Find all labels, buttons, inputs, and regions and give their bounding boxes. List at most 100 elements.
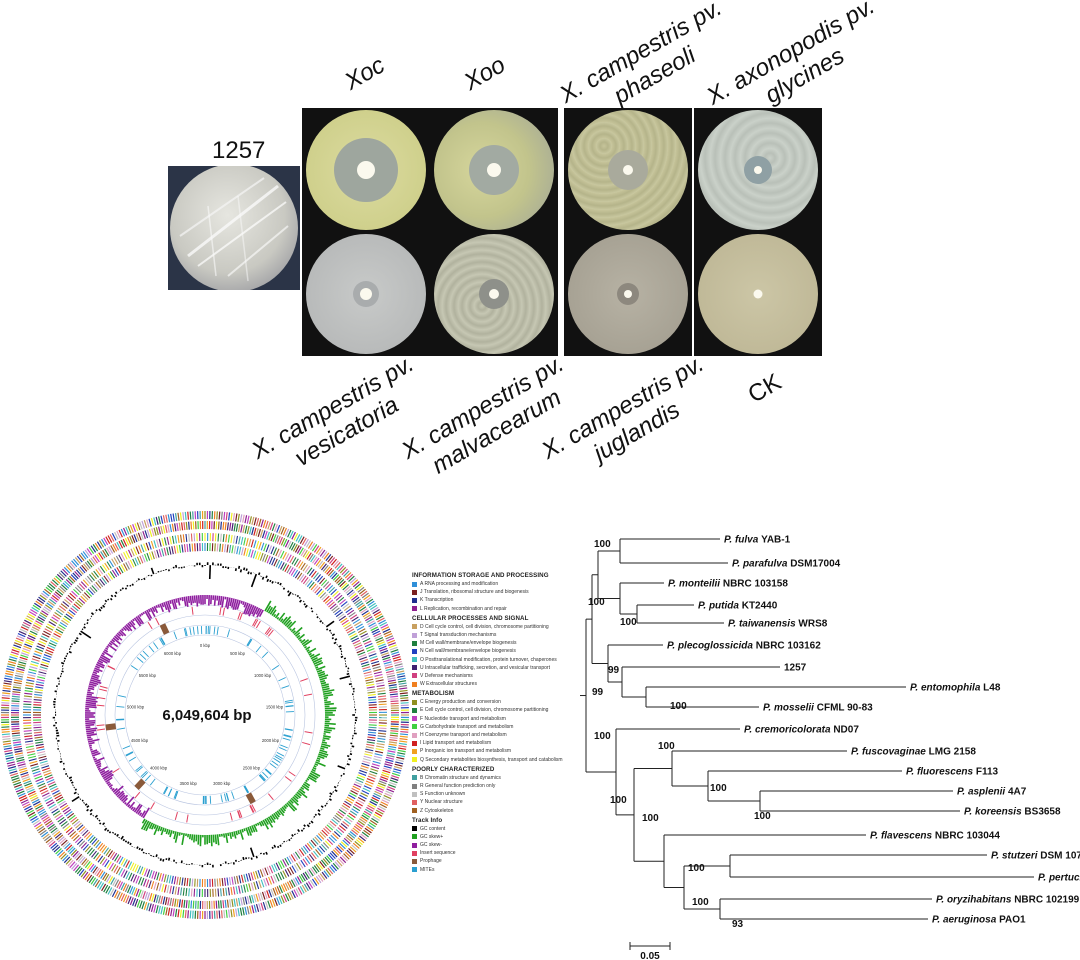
gc-skew-mark bbox=[293, 626, 303, 636]
cog-gene-mark bbox=[111, 852, 118, 861]
cog-gene-mark bbox=[319, 577, 326, 585]
legend-item-label: M Cell wall/membrane/envelope biogenesis bbox=[420, 640, 517, 647]
cog-gene-mark bbox=[32, 624, 41, 630]
cog-gene-mark bbox=[187, 910, 190, 919]
cog-gene-mark bbox=[356, 799, 365, 805]
gc-skew-mark bbox=[88, 685, 95, 689]
gc-skew-mark bbox=[169, 830, 173, 838]
gc-skew-mark bbox=[122, 797, 128, 804]
cog-gene-mark bbox=[14, 674, 24, 678]
cog-gene-mark bbox=[83, 563, 89, 571]
cog-gene-mark bbox=[289, 530, 294, 539]
cog-gene-mark bbox=[293, 532, 299, 541]
gc-skew-mark bbox=[121, 794, 129, 802]
cog-gene-mark bbox=[44, 588, 52, 595]
insert-sequence-mark bbox=[304, 731, 313, 734]
gc-skew-mark bbox=[91, 752, 101, 757]
cog-gene-mark bbox=[237, 897, 241, 906]
gc-skew-mark bbox=[118, 631, 124, 637]
mite-mark bbox=[140, 770, 147, 778]
gc-content-mark bbox=[114, 594, 117, 598]
cog-gene-mark bbox=[9, 770, 18, 774]
cog-gene-mark bbox=[107, 887, 113, 895]
cog-gene-mark bbox=[27, 811, 36, 817]
gc-skew-mark bbox=[299, 788, 306, 794]
cog-gene-mark bbox=[260, 902, 264, 911]
cog-gene-mark bbox=[11, 730, 20, 732]
mite-mark bbox=[144, 774, 151, 782]
cog-gene-mark bbox=[59, 802, 68, 809]
cog-gene-mark bbox=[352, 596, 360, 603]
cog-gene-mark bbox=[306, 567, 313, 575]
cog-gene-mark bbox=[292, 569, 299, 578]
cog-gene-mark bbox=[293, 889, 299, 898]
taxon-species: P. entomophila bbox=[910, 683, 983, 694]
gc-skew-mark bbox=[255, 607, 261, 615]
cog-gene-mark bbox=[368, 701, 377, 704]
cog-gene-mark bbox=[59, 837, 67, 845]
cog-gene-mark bbox=[190, 888, 193, 897]
gc-skew-mark bbox=[230, 598, 235, 608]
cog-gene-mark bbox=[248, 538, 252, 547]
cog-gene-mark bbox=[365, 825, 374, 832]
cog-gene-mark bbox=[12, 691, 21, 694]
gc-skew-mark bbox=[101, 652, 105, 656]
cog-gene-mark bbox=[330, 834, 337, 842]
cog-gene-mark bbox=[11, 695, 20, 698]
cog-gene-mark bbox=[39, 760, 48, 764]
cog-gene-mark bbox=[334, 814, 342, 821]
cog-gene-mark bbox=[65, 565, 72, 572]
cog-gene-mark bbox=[286, 554, 292, 563]
insert-sequence-mark bbox=[237, 810, 241, 819]
legend-item-label: I Lipid transport and metabolism bbox=[420, 740, 492, 747]
cog-gene-mark bbox=[116, 530, 121, 539]
cog-gene-mark bbox=[178, 899, 181, 908]
cog-gene-mark bbox=[35, 823, 43, 830]
cog-gene-mark bbox=[245, 873, 249, 882]
cog-gene-mark bbox=[17, 663, 26, 667]
cog-gene-mark bbox=[3, 742, 12, 746]
cog-gene-mark bbox=[40, 762, 49, 767]
cog-gene-mark bbox=[32, 604, 41, 611]
cog-gene-mark bbox=[327, 569, 335, 577]
cog-gene-mark bbox=[135, 533, 140, 542]
mite-mark bbox=[149, 778, 156, 786]
cog-gene-mark bbox=[132, 863, 137, 872]
gc-skew-mark bbox=[242, 601, 245, 606]
cog-gene-mark bbox=[332, 574, 340, 581]
cog-gene-mark bbox=[74, 836, 82, 844]
gc-skew-mark bbox=[109, 640, 119, 648]
cog-gene-mark bbox=[370, 658, 379, 662]
gc-skew-mark bbox=[95, 760, 101, 765]
cog-gene-mark bbox=[108, 876, 114, 884]
cog-gene-mark bbox=[34, 802, 42, 808]
gc-content-mark bbox=[86, 805, 90, 808]
cog-gene-mark bbox=[235, 886, 239, 895]
cog-gene-mark bbox=[79, 566, 86, 574]
gc-skew-mark bbox=[130, 806, 134, 811]
gc-skew-mark bbox=[276, 616, 280, 620]
gc-content-mark bbox=[175, 564, 178, 568]
gc-skew-mark bbox=[322, 687, 330, 691]
cog-gene-mark bbox=[398, 680, 407, 683]
gc-content-mark bbox=[94, 814, 98, 818]
cog-gene-mark bbox=[343, 585, 351, 593]
taxon-label: P. putida KT2440 bbox=[698, 601, 778, 612]
cog-gene-mark bbox=[376, 740, 386, 743]
legend-item: V Defense mechanisms bbox=[412, 672, 562, 680]
legend-item-label: MITEs bbox=[420, 866, 435, 873]
cog-gene-mark bbox=[380, 801, 389, 806]
cog-gene-mark bbox=[3, 680, 12, 683]
cog-gene-mark bbox=[116, 880, 122, 889]
cog-gene-mark bbox=[179, 909, 182, 918]
mite-mark bbox=[128, 756, 137, 762]
cog-gene-mark bbox=[310, 867, 316, 875]
legend-swatch bbox=[412, 716, 417, 722]
cog-gene-mark bbox=[386, 637, 395, 642]
cog-gene-mark bbox=[295, 888, 301, 896]
bootstrap-value: 100 bbox=[754, 811, 771, 822]
cog-gene-mark bbox=[34, 622, 42, 628]
cog-gene-mark bbox=[55, 848, 62, 855]
cog-gene-mark bbox=[79, 856, 86, 864]
gc-content-mark bbox=[286, 590, 290, 593]
